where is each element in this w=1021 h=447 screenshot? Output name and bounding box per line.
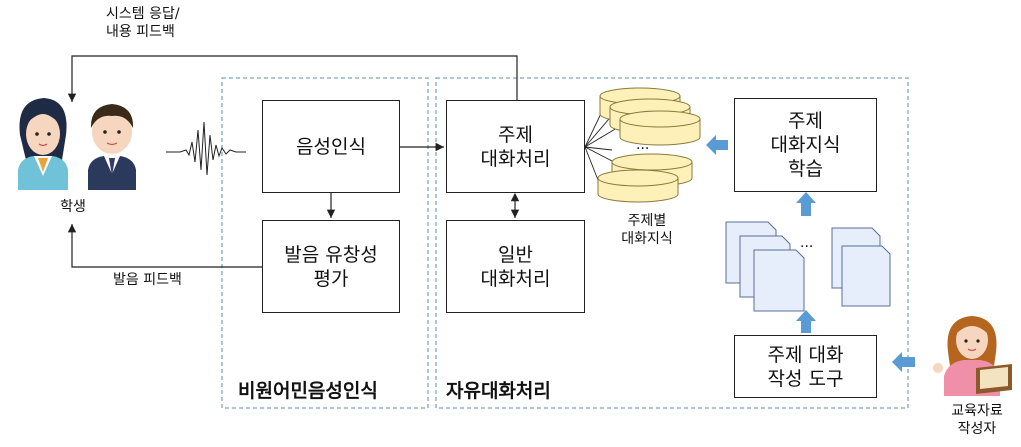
- topic-dialogue-authoring-tool-box: 주제 대화 작성 도구: [734, 335, 877, 398]
- topic-knowledge-learning-box: 주제 대화지식 학습: [734, 98, 877, 192]
- up-block-arrow-learning: [796, 192, 816, 216]
- voice-waveform-icon: [166, 121, 246, 176]
- free-dialogue-processing-title: 자유대화처리: [446, 380, 551, 402]
- document-ellipsis: ...: [800, 235, 814, 251]
- database-icon: [597, 87, 701, 203]
- database-label: 주제별 대화지식: [621, 213, 673, 247]
- nonnative-speech-recognition-title: 비원어민음성인식: [238, 380, 378, 402]
- topic-dialogue-processing-box: 주제 대화처리: [446, 100, 585, 193]
- male-student-icon: [88, 104, 136, 190]
- free-dialogue-section-frame: [435, 77, 909, 409]
- pronunciation-feedback-label: 발음 피드백: [113, 272, 182, 288]
- left-block-arrow-learning: [706, 135, 728, 155]
- student-label: 학생: [60, 199, 86, 215]
- pronunciation-feedback-arrow: [67, 224, 262, 268]
- database-ellipsis: ...: [636, 137, 650, 153]
- teacher-icon: [933, 316, 1012, 396]
- female-student-icon: [18, 98, 68, 190]
- author-label: 교육자료 작성자: [951, 403, 1003, 437]
- system-response-arrow: [67, 55, 518, 102]
- document-icon: [725, 221, 891, 312]
- pronunciation-fluency-evaluation-box: 발음 유창성 평가: [262, 220, 400, 313]
- left-block-arrow-author: [892, 352, 915, 372]
- block-arrows: [706, 135, 915, 372]
- up-block-arrow-tool: [796, 310, 816, 333]
- speech-recognition-box: 음성인식: [262, 100, 400, 193]
- system-response-feedback-label: 시스템 응답/ 내용 피드백: [106, 6, 180, 40]
- nonnative-section-frame: [221, 77, 429, 409]
- general-dialogue-processing-box: 일반 대화처리: [446, 220, 585, 313]
